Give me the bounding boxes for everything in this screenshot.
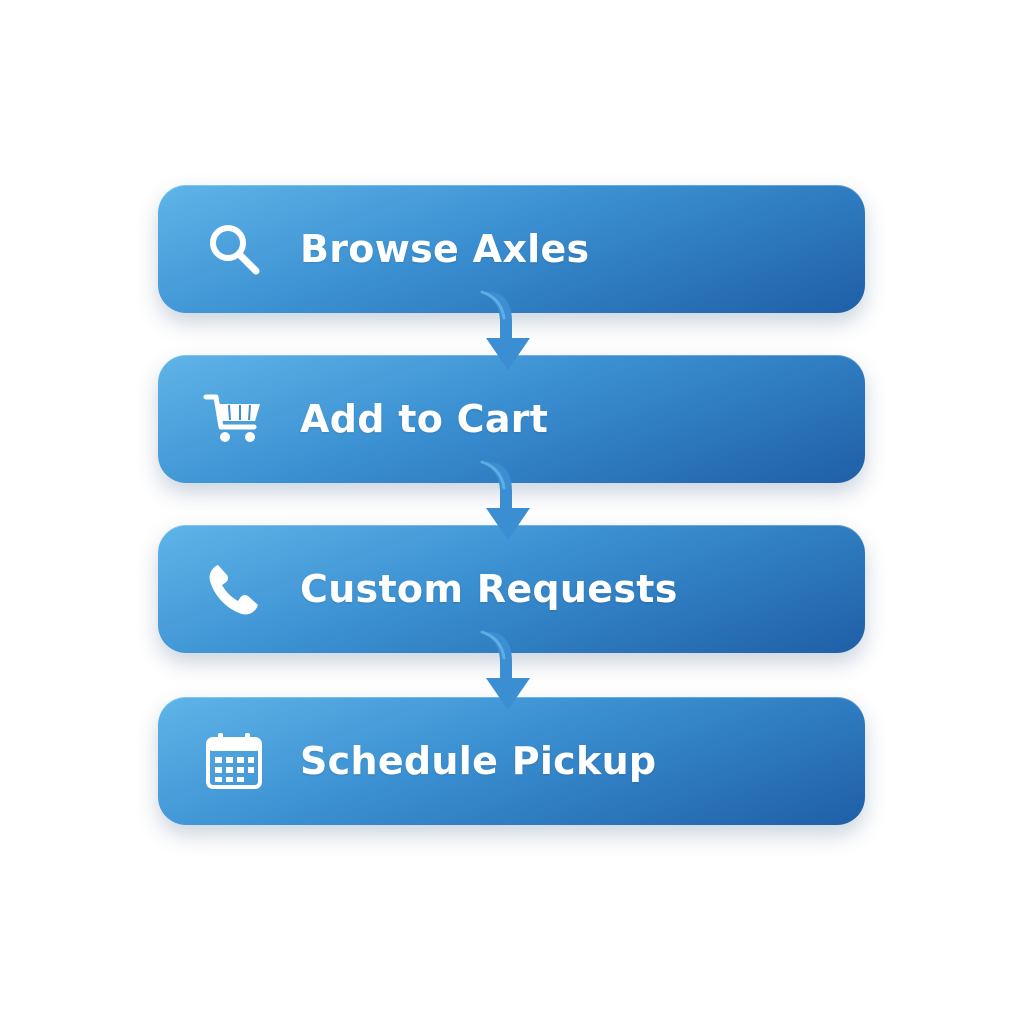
shopping-cart-icon [202, 387, 266, 451]
step-browse-axles[interactable]: Browse Axles [158, 185, 865, 313]
phone-icon [202, 557, 266, 621]
search-icon [202, 217, 266, 281]
arrow-down-icon [470, 628, 550, 718]
calendar-icon [202, 729, 266, 793]
step-label: Add to Cart [300, 397, 549, 441]
step-label: Custom Requests [300, 567, 678, 611]
step-schedule-pickup[interactable]: Schedule Pickup [158, 697, 865, 825]
arrow-down-icon [470, 458, 550, 548]
step-label: Browse Axles [300, 227, 590, 271]
step-custom-requests[interactable]: Custom Requests [158, 525, 865, 653]
step-label: Schedule Pickup [300, 739, 657, 783]
step-add-to-cart[interactable]: Add to Cart [158, 355, 865, 483]
arrow-down-icon [470, 288, 550, 378]
